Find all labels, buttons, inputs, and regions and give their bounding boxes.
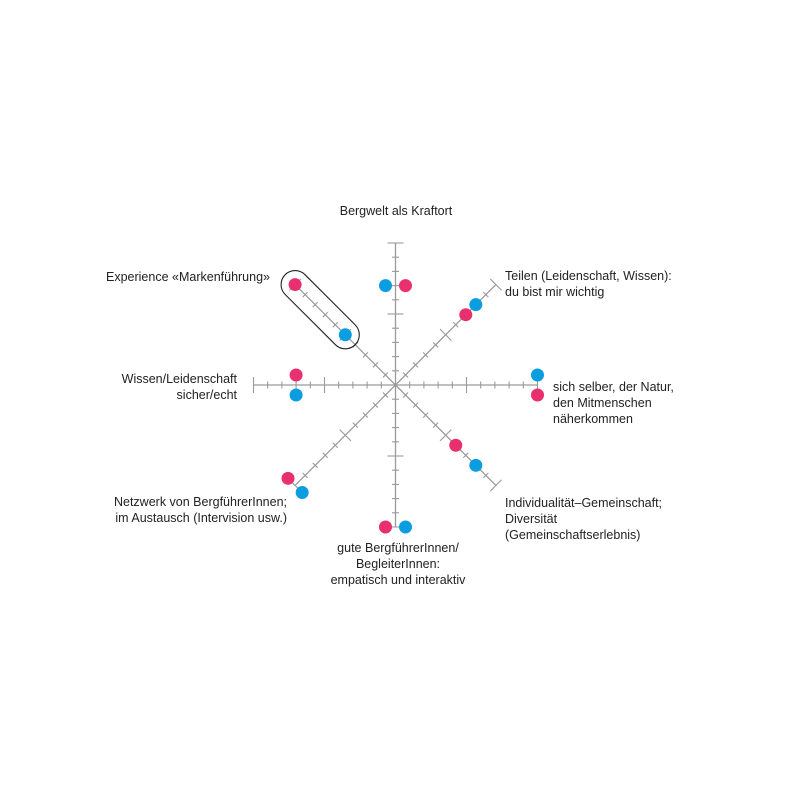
label-line: Teilen (Leidenschaft, Wissen):: [505, 269, 672, 283]
axis-tick: [312, 462, 319, 469]
axis-tick: [322, 311, 329, 318]
axis-label-wissen: Wissen/Leidenschaft sicher/echt: [122, 371, 237, 403]
axis-tick: [483, 291, 489, 298]
axis-label-teilen: Teilen (Leidenschaft, Wissen): du bist m…: [505, 268, 672, 300]
axis-label-netzwerk: Netzwerk von BergführerInnen; im Austaus…: [114, 494, 287, 526]
axis-tick: [439, 429, 452, 442]
axis-label-bergwelt: Bergwelt als Kraftort: [340, 203, 453, 219]
axis-label-individualitaet: Individualität–Gemeinschaft; Diversität …: [505, 495, 662, 543]
label-line: Bergwelt als Kraftort: [339, 204, 453, 218]
axis-tick: [489, 278, 502, 291]
red-data-point: [531, 388, 544, 402]
axis-tick: [489, 479, 502, 492]
red-data-point: [459, 308, 473, 322]
axis-tick: [372, 362, 379, 368]
axis-tick: [302, 472, 308, 479]
axis-tick: [402, 392, 409, 398]
label-line: empatisch und interaktiv: [330, 573, 466, 587]
axis-label-bergfuehrer: gute BergführerInnen/ BegleiterInnen: em…: [331, 540, 466, 588]
axis-tick: [322, 452, 329, 459]
axis-tick: [382, 392, 389, 398]
axis-label-sich-selber: sich selber, der Natur, den Mitmenschen …: [553, 379, 674, 427]
blue-data-point: [469, 298, 483, 312]
axis-label-experience: Experience «Markenführung»: [106, 269, 270, 285]
axis-tick: [332, 442, 339, 449]
axis-tick: [352, 422, 359, 429]
label-line: Individualität–Gemeinschaft;: [505, 496, 663, 510]
axis-tick: [462, 452, 469, 459]
blue-data-point: [289, 388, 303, 402]
label-line: du bist mir wichtig: [505, 285, 605, 299]
axis-tick: [362, 412, 369, 418]
blue-data-point: [379, 279, 392, 293]
highlight-outline: [280, 270, 360, 350]
label-line: Diversität: [505, 512, 558, 526]
blue-data-point: [295, 485, 309, 499]
label-line: gute BergführerInnen/: [337, 541, 459, 555]
label-line: sicher/echt: [176, 388, 237, 402]
red-data-point: [288, 278, 302, 292]
blue-data-point: [469, 458, 483, 472]
axis-tick: [339, 429, 352, 442]
red-data-point: [281, 471, 295, 485]
blue-data-point: [338, 328, 352, 342]
label-line: Experience «Markenführung»: [106, 270, 270, 284]
axis-tick: [312, 301, 319, 308]
axis-tick: [372, 402, 379, 408]
red-data-point: [379, 520, 392, 534]
label-line: näherkommen: [553, 412, 633, 426]
axis-tick: [432, 341, 439, 348]
axis-tick: [402, 372, 409, 378]
axis-tick: [422, 352, 429, 358]
red-data-point: [289, 368, 303, 382]
axis-tick: [382, 372, 389, 378]
axis-tick: [302, 291, 308, 298]
label-line: im Austausch (Intervision usw.): [115, 511, 287, 525]
axis-tick: [412, 402, 419, 408]
axis-tick: [362, 352, 369, 358]
label-line: den Mitmenschen: [553, 396, 652, 410]
axis-tick: [439, 328, 452, 341]
label-line: Wissen/Leidenschaft: [121, 372, 237, 386]
label-line: BegleiterInnen:: [355, 557, 441, 571]
axis-tick: [452, 321, 459, 328]
blue-data-point: [531, 368, 544, 382]
axis-tick: [412, 362, 419, 368]
blue-data-point: [399, 520, 412, 534]
label-line: Netzwerk von BergführerInnen;: [113, 495, 287, 509]
axis-tick: [483, 472, 489, 479]
axis-tick: [432, 422, 439, 429]
red-data-point: [399, 279, 412, 293]
axis-tick: [332, 321, 339, 328]
red-data-point: [449, 438, 463, 452]
label-line: sich selber, der Natur,: [553, 380, 674, 394]
label-line: (Gemeinschaftserlebnis): [505, 528, 641, 542]
axis-tick: [422, 412, 429, 418]
